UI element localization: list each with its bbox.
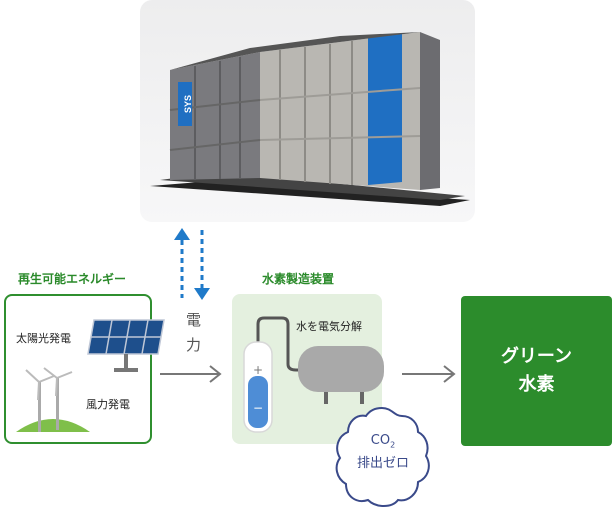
wind-label: 風力発電 (86, 398, 130, 411)
co2-badge-shape (335, 406, 430, 507)
electrolysis-label: 水を電気分解 (296, 320, 362, 333)
electrolysis-illustration: + − (243, 316, 384, 433)
solar-label: 太陽光発電 (16, 332, 71, 345)
solar-panel-icon (87, 319, 165, 372)
renewable-box (4, 294, 152, 444)
renewable-title: 再生可能エネルギー (18, 272, 127, 286)
green-hydrogen-box: グリーン 水素 (461, 296, 612, 446)
co2-prefix: CO (370, 433, 391, 448)
arrow-to-result (402, 365, 456, 383)
plant-title: 水素製造装置 (262, 272, 335, 286)
hydrogen-container-illustration: SYS (150, 32, 470, 206)
power-label: 電力 (184, 312, 202, 362)
container-logo: SYS (183, 95, 193, 113)
wind-turbine-icon (16, 367, 90, 432)
co2-subscript: 2 (390, 440, 396, 450)
svg-text:+: + (253, 363, 263, 377)
arrow-to-plant (160, 365, 222, 383)
power-exchange-arrows (174, 228, 210, 300)
svg-text:−: − (253, 401, 263, 415)
result-line2: 水素 (518, 374, 555, 395)
container-image-card: SYS (140, 0, 475, 222)
co2-line2: 排出ゼロ (356, 455, 409, 471)
co2-text: CO2 排出ゼロ (338, 432, 428, 473)
result-line1: グリーン (500, 346, 573, 367)
